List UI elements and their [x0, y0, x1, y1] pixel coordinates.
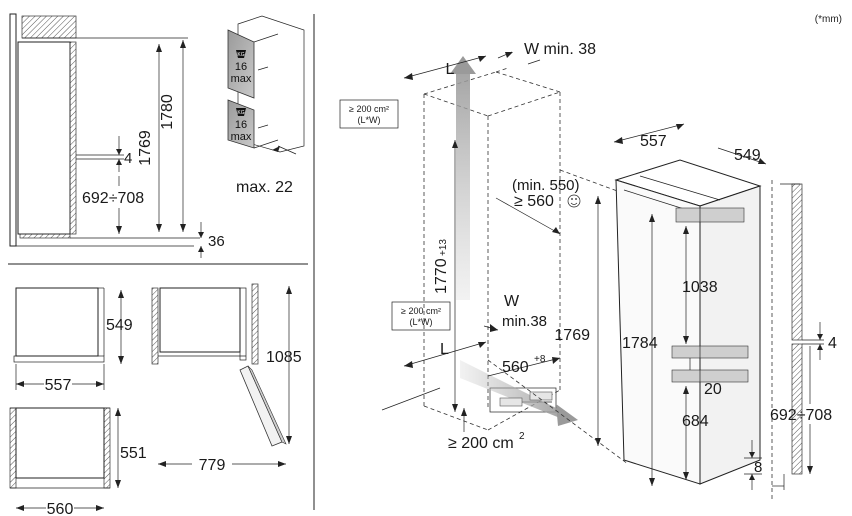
- niche-height-label: 1770: [433, 258, 450, 294]
- depth-549-label: 549: [106, 317, 133, 334]
- appliance-upper-label: 1038: [682, 279, 718, 296]
- smiley-icon: [567, 194, 581, 208]
- niche-L-bottom-label: L: [440, 341, 449, 358]
- appliance-gap-label: 20: [704, 381, 722, 398]
- door-swing-view: 1085 779: [151, 283, 302, 474]
- upper-weight-unit: max: [231, 73, 252, 85]
- width-557-label: 557: [45, 377, 72, 394]
- door-gap-4-label: 4: [828, 335, 837, 352]
- door-bottom-8-label: 8: [754, 459, 762, 476]
- niche-vent-bottom-sup: 2: [519, 431, 525, 442]
- weight-icon-upper: [236, 50, 246, 58]
- weight-icon-lower: [236, 108, 246, 116]
- niche-height-1769-label: 1769: [554, 327, 590, 344]
- niche-vent-mid-label: ≥ 200 cm²: [401, 306, 441, 316]
- upper-weight-value: 16: [235, 61, 247, 73]
- swing-1085-label: 1085: [266, 349, 302, 366]
- appliance-depth-label: 549: [734, 147, 761, 164]
- door-side-profile: 4 692÷708 8: [754, 180, 837, 500]
- lower-weight-unit: max: [231, 131, 252, 143]
- niche-depth-label: ≥ 560: [514, 193, 554, 210]
- niche-vent-top-sub: (L*W): [358, 115, 381, 125]
- niche-vent-mid-sub: (L*W): [410, 317, 433, 327]
- niche-width-label: 560: [502, 359, 529, 376]
- niche-vent-top-label: ≥ 200 cm²: [349, 104, 389, 114]
- niche-W-bottom-min: min.38: [502, 313, 547, 330]
- appliance-height-label: 1784: [622, 335, 658, 352]
- niche-depth-min-label: (min. 550): [512, 177, 580, 194]
- top-view-niche: 551 560: [9, 407, 147, 516]
- appliance-lower-label: 684: [682, 413, 709, 430]
- side-view-section: 1780 1769 4 692÷708 36: [9, 13, 225, 258]
- door-thickness-label: max. 22: [236, 179, 293, 196]
- height-1769-label: 1769: [137, 130, 154, 166]
- top-view-closed: 549 557: [13, 287, 133, 394]
- appliance-3d-view: 557 549 1784 1038 20 684: [613, 123, 767, 490]
- depth-551-label: 551: [120, 445, 147, 462]
- niche-L-top-label: L: [446, 61, 455, 78]
- width-560-label: 560: [47, 501, 74, 516]
- niche-height-tolerance: +13: [438, 239, 449, 256]
- door-weight-section: KG 16 max KG 16 max max. 22: [227, 15, 305, 196]
- niche-width-tolerance: +8: [534, 354, 546, 365]
- kg-label-upper: KG: [237, 52, 244, 58]
- niche-W-top-label: W min. 38: [524, 41, 596, 58]
- units-label: (*mm): [814, 14, 842, 25]
- base-36-label: 36: [208, 233, 225, 250]
- swing-779-label: 779: [199, 457, 226, 474]
- gap-4-label: 4: [124, 150, 132, 167]
- niche-3d-view: L W min. 38 ≥ 200 cm² (L*W) ≥ 200 cm² (L…: [339, 41, 741, 465]
- door-range-label: 692÷708: [770, 407, 832, 424]
- height-1780-label: 1780: [159, 94, 176, 130]
- niche-W-bottom-label: W: [504, 293, 520, 310]
- niche-vent-bottom-label: ≥ 200 cm: [448, 435, 514, 452]
- lower-weight-value: 16: [235, 119, 247, 131]
- appliance-width-label: 557: [640, 133, 667, 150]
- range-692-708-label: 692÷708: [82, 190, 144, 207]
- kg-label-lower: KG: [237, 110, 244, 116]
